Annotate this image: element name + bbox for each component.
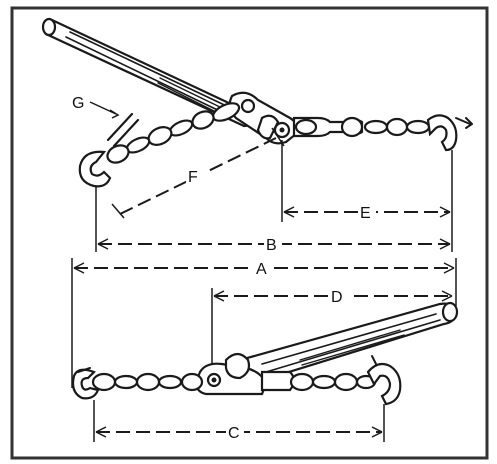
label-a: A (256, 261, 267, 278)
top-body (228, 91, 299, 145)
bottom-body (194, 352, 296, 396)
top-left-hook (78, 112, 140, 188)
label-b: B (266, 237, 277, 254)
dimension-e: E (283, 201, 451, 223)
bottom-binder (71, 301, 459, 406)
label-e: E (360, 205, 371, 222)
bottom-right-hook (366, 355, 402, 406)
bottom-left-chain (91, 372, 204, 392)
dimension-a: A (71, 257, 457, 388)
label-g: G (72, 95, 84, 112)
dimension-d: D (211, 285, 453, 374)
top-right-chain (292, 116, 431, 138)
bottom-left-hook (71, 367, 100, 400)
top-right-hook (426, 114, 473, 152)
dimension-g: G (72, 95, 120, 119)
bottom-handle (238, 301, 459, 386)
label-f: F (188, 169, 198, 186)
top-left-chain (106, 102, 241, 164)
bottom-right-chain (289, 372, 377, 392)
label-d: D (331, 289, 343, 306)
label-c: C (228, 425, 240, 442)
dimension-b: B (97, 233, 451, 255)
top-binder (41, 17, 473, 188)
dimension-c: C (93, 400, 385, 443)
